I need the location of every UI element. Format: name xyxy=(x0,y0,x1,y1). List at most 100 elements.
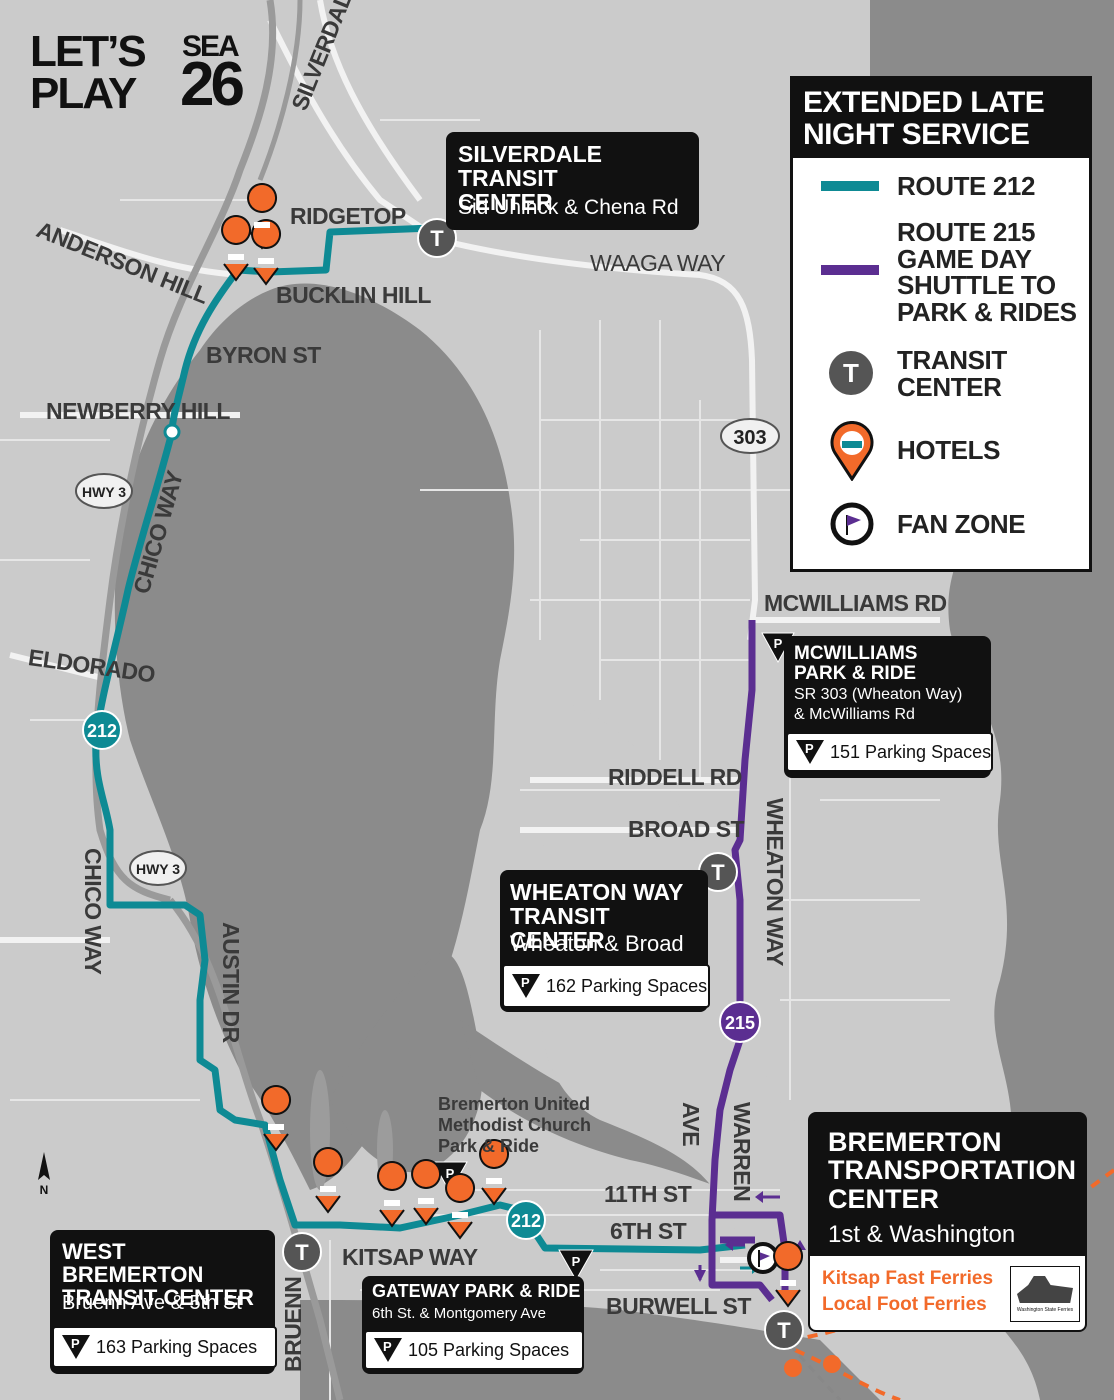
fan-zone-flag-icon xyxy=(830,502,874,546)
bremerton-title: BREMERTON TRANSPORTATION CENTER xyxy=(828,1127,1076,1214)
svg-text:P: P xyxy=(774,636,783,651)
wheaton-sub: Wheaton & Broad xyxy=(510,931,684,956)
church-line1: Bremerton United xyxy=(438,1094,591,1114)
wheaton-parking: P 162 Parking Spaces xyxy=(502,964,710,1008)
svg-text:P: P xyxy=(572,1254,581,1269)
label-mcwilliams-rd: MCWILLIAMS RD xyxy=(764,590,947,616)
bremerton-transportation-center-box: BREMERTON TRANSPORTATION CENTER 1st & Wa… xyxy=(808,1112,1087,1332)
logo-year: 26 xyxy=(180,50,245,119)
gateway-parking-count: 105 Parking Spaces xyxy=(408,1339,570,1360)
legend-label-fan-zone: FAN ZONE xyxy=(897,509,1026,539)
legend-title: EXTENDED LATE NIGHT SERVICE xyxy=(793,79,1089,158)
legend-label-route-215: ROUTE 215 GAME DAY SHUTTLE TO PARK & RID… xyxy=(897,217,1077,327)
label-kitsap-way: KITSAP WAY xyxy=(342,1244,478,1270)
inlet-branch xyxy=(330,952,483,1173)
silverdale-sub: Sid Uhinck & Chena Rd xyxy=(458,196,679,219)
mcwilliams-sub2: & McWilliams Rd xyxy=(794,706,915,723)
wsf-label: Washington State Ferries xyxy=(1016,1307,1074,1313)
legend-item-route-212: ROUTE 212 xyxy=(793,171,1089,201)
church-line2: Methodist Church xyxy=(438,1115,591,1135)
mcwilliams-title: MCWILLIAMS PARK & RIDE xyxy=(794,643,918,684)
hotel-pin-icon xyxy=(411,1159,442,1226)
svg-text:T: T xyxy=(295,1240,309,1265)
bremerton-sub: 1st & Washington xyxy=(828,1221,1016,1248)
mcwilliams-park-ride-box: MCWILLIAMS PARK & RIDE SR 303 (Wheaton W… xyxy=(784,636,993,778)
gateway-park-ride-box: GATEWAY PARK & RIDE 6th St. & Montgomery… xyxy=(362,1276,584,1374)
ferry-line-1: Kitsap Fast Ferries xyxy=(822,1268,994,1289)
church-park-ride-label: Bremerton United Methodist Church Park &… xyxy=(438,1094,591,1157)
ferry-panel: Kitsap Fast Ferries Local Foot Ferries W… xyxy=(810,1256,1085,1330)
west-bremerton-parking-count: 163 Parking Spaces xyxy=(96,1336,258,1357)
route-212-badge-south: 212 xyxy=(506,1200,546,1240)
hwy3-shield-upper: HWY 3 xyxy=(75,473,133,509)
label-bucklin-hill: BUCKLIN HILL xyxy=(276,282,431,308)
svg-text:T: T xyxy=(430,226,444,251)
hwy3-shield-lower: HWY 3 xyxy=(129,850,187,886)
church-line3: Park & Ride xyxy=(438,1136,540,1156)
svg-text:HWY 3: HWY 3 xyxy=(136,861,180,877)
silverdale-title: SILVERDALE TRANSIT CENTER xyxy=(458,141,602,216)
west-bremerton-title: WEST BREMERTON TRANSIT CENTER xyxy=(62,1239,254,1311)
hotel-pins xyxy=(221,183,804,1308)
ferry-line-2: Local Foot Ferries xyxy=(822,1294,987,1315)
wsf-logo: Washington State Ferries xyxy=(1010,1266,1080,1322)
label-11th-st: 11TH ST xyxy=(604,1181,692,1207)
gateway-title: GATEWAY PARK & RIDE xyxy=(372,1281,581,1301)
mcwilliams-parking: P 151 Parking Spaces xyxy=(786,732,993,772)
route-215-swatch xyxy=(821,265,879,275)
hotel-pin-icon xyxy=(251,219,282,286)
legend-item-hotels: HOTELS xyxy=(793,419,1089,481)
label-newberry-hill: NEWBERRY HILL xyxy=(46,398,230,424)
fan-zone-flag-icon xyxy=(747,1242,779,1274)
wheaton-title: WHEATON WAY TRANSIT CENTER xyxy=(510,879,683,954)
west-bremerton-transit-center-box: WEST BREMERTON TRANSIT CENTER Bruenn Ave… xyxy=(50,1230,277,1374)
svg-text:T: T xyxy=(777,1318,791,1343)
label-broad-st: BROAD ST xyxy=(628,816,745,842)
logo-line1: LET’S xyxy=(30,27,147,76)
west-bremerton-parking: P 163 Parking Spaces xyxy=(52,1326,277,1368)
label-burwell-st: BURWELL ST xyxy=(606,1293,751,1319)
gateway-parking: P 105 Parking Spaces xyxy=(364,1330,584,1370)
svg-text:N: N xyxy=(40,1183,49,1197)
transit-center-icon: T xyxy=(829,351,873,395)
svg-text:303: 303 xyxy=(733,427,766,449)
parking-icon: P xyxy=(374,1338,402,1362)
hotel-pin-icon xyxy=(377,1161,408,1228)
parking-icon: P xyxy=(512,974,540,998)
hotel-pin-icon xyxy=(479,1139,510,1206)
legend-label-route-212: ROUTE 212 xyxy=(897,171,1036,201)
route-212-swatch xyxy=(821,181,879,191)
logo-line2: PLAY xyxy=(30,69,137,118)
hotel-pin-icon xyxy=(313,1147,344,1214)
parking-icon: P xyxy=(62,1335,90,1359)
logo-sea: SEA xyxy=(182,30,240,63)
label-riddell-rd: RIDDELL RD xyxy=(608,764,742,790)
svg-text:P: P xyxy=(446,1166,455,1181)
west-bremerton-sub: Bruenn Ave & 5th St xyxy=(62,1292,242,1314)
legend-item-fan-zone: FAN ZONE xyxy=(793,501,1089,549)
legend-item-route-215: ROUTE 215 GAME DAY SHUTTLE TO PARK & RID… xyxy=(793,217,1089,327)
svg-text:T: T xyxy=(711,860,725,885)
hotel-pin-icon xyxy=(261,1085,292,1152)
transit-center-icon-bremerton: T xyxy=(764,1310,804,1350)
hotel-pin-icon xyxy=(830,421,874,481)
svg-text:215: 215 xyxy=(725,1013,755,1033)
legend-label-transit: TRANSIT CENTER xyxy=(897,345,1007,402)
wheaton-way-transit-center-box: WHEATON WAY TRANSIT CENTER Wheaton & Bro… xyxy=(500,870,710,1012)
legend-panel: EXTENDED LATE NIGHT SERVICE ROUTE 212 RO… xyxy=(790,76,1092,572)
label-byron-st: BYRON ST xyxy=(206,342,321,368)
hotel-pin-icon xyxy=(773,1241,804,1308)
legend-item-transit: T TRANSIT CENTER xyxy=(793,345,1089,401)
mcwilliams-sub1: SR 303 (Wheaton Way) xyxy=(794,686,963,703)
silverdale-transit-center-box: SILVERDALE TRANSIT CENTER Sid Uhinck & C… xyxy=(446,132,699,230)
transit-center-icon-silverdale: T xyxy=(417,218,457,258)
route-212-line xyxy=(92,224,746,1254)
gateway-sub: 6th St. & Montgomery Ave xyxy=(372,1305,546,1322)
parking-icon: P xyxy=(796,740,824,764)
transit-center-icon-west-bremerton: T xyxy=(282,1232,322,1272)
parking-marker-gateway: P xyxy=(558,1249,594,1282)
north-arrow-icon: N xyxy=(38,1152,50,1197)
dyes-inlet xyxy=(114,283,515,1191)
mcwilliams-parking-count: 151 Parking Spaces xyxy=(830,741,992,762)
